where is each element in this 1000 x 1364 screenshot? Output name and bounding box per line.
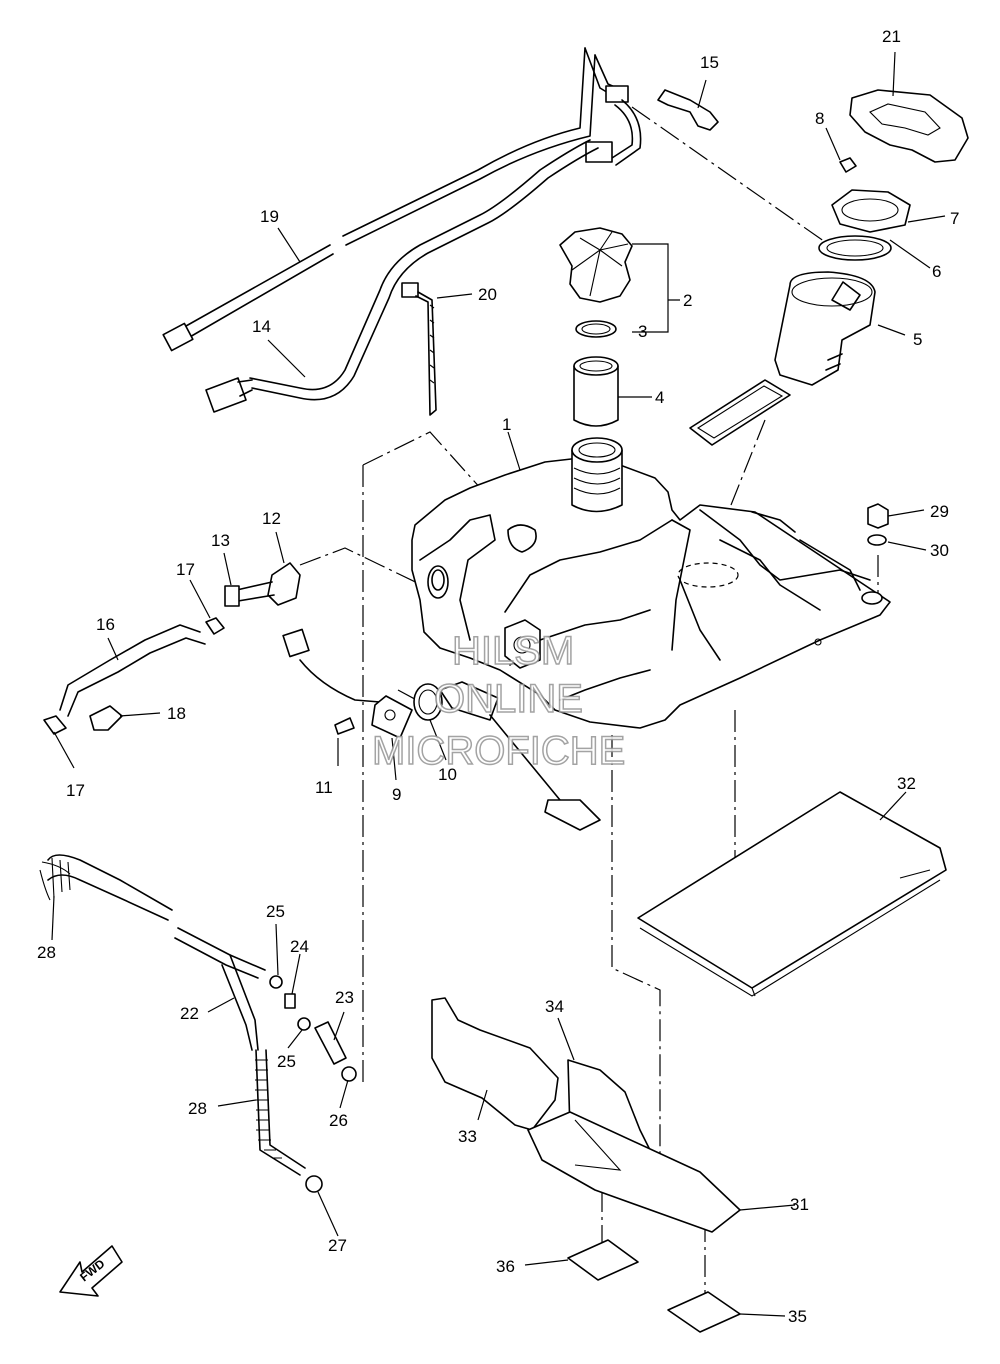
screw-11 [334,717,355,735]
callout-13: 13 [211,531,230,550]
callout-12: 12 [262,509,281,528]
tank-filler-neck [571,449,623,513]
fuel-sender-assembly [282,628,601,831]
callout-8: 8 [815,109,824,128]
centerlines [299,106,879,1300]
clamp-17-top [205,617,225,635]
bolt-13 [224,585,240,607]
callout-1: 1 [502,415,511,434]
callout-22: 22 [180,1004,199,1023]
callout-26: 26 [329,1111,348,1130]
callout-35: 35 [788,1307,807,1326]
sheet-32 [637,791,947,989]
watermark-line1: HILSM [452,629,574,673]
callout-7: 7 [950,209,959,228]
watermark-line3: MICROFICHE [372,729,625,773]
sender-plate-9 [371,695,413,739]
callout-19: 19 [260,207,279,226]
filler-cap-assembly [559,227,633,427]
callout-28-top: 28 [37,943,56,962]
nut-29 [867,503,889,529]
callout-25-bottom: 25 [277,1052,296,1071]
callout-24: 24 [290,937,309,956]
clamp-17-bottom [43,715,67,735]
vent-hose-assembly [39,854,357,1193]
callout-6: 6 [932,262,941,281]
callout-23: 23 [335,988,354,1007]
protector-sheets [431,791,947,1333]
callout-17-bottom: 17 [66,781,85,800]
tank-breather [507,524,537,553]
callout-labels: 1 2 3 4 5 6 7 8 9 10 11 12 13 14 15 16 1… [37,27,959,1326]
pad-35 [667,1291,741,1333]
watermark: HILSM ONLINE MICROFICHE [371,628,626,774]
harness-connector-14 [205,377,247,413]
fuel-sender [439,681,499,721]
nut-8 [839,157,857,173]
sheet-33 [431,997,559,1131]
callout-28-bottom: 28 [188,1099,207,1118]
clamp-27 [305,1175,323,1193]
tie-band-head [401,282,419,298]
hose-holder-18 [89,705,123,731]
callout-30: 30 [930,541,949,560]
callout-20: 20 [478,285,497,304]
clamp-26 [341,1066,357,1082]
callout-32: 32 [897,774,916,793]
sender-float [544,799,601,831]
callout-34: 34 [545,997,564,1016]
callout-21: 21 [882,27,901,46]
harness-clip-15 [657,89,719,131]
pump-opening [677,562,739,588]
callout-5: 5 [913,330,922,349]
clamp-25-top [269,975,283,989]
callout-18: 18 [167,704,186,723]
callout-31: 31 [790,1195,809,1214]
vent-hose-23 [314,1021,347,1065]
callout-16: 16 [96,615,115,634]
fuel-pump-5 [774,271,876,386]
fuel-cock-12 [267,562,301,606]
pump-cover-21 [849,89,969,163]
joint-24 [284,993,296,1009]
callout-14: 14 [252,317,271,336]
washer-30 [867,534,887,546]
tank-mount-hardware [867,503,889,546]
callout-leaders [51,51,946,1317]
retainer-plate-7 [831,189,911,233]
callout-15: 15 [700,53,719,72]
harness-connector-top [605,85,629,103]
callout-11: 11 [315,778,333,797]
pump-strainer [689,379,791,446]
callout-9: 9 [392,785,401,804]
harness-connector-mid [585,141,613,163]
fwd-direction-arrow: FWD [59,1245,123,1297]
callout-2: 2 [683,291,692,310]
callout-27: 27 [328,1236,347,1255]
sender-connector [282,628,310,658]
watermark-line2: ONLINE [434,677,583,721]
clamp-25-bottom [297,1017,311,1031]
fuel-pump-assembly [689,89,969,446]
sender-opening [504,619,541,669]
fuel-tank [411,437,891,729]
pad-36 [567,1239,639,1281]
sheet-31 [527,1111,741,1233]
callout-4: 4 [655,388,664,407]
fuel-cock-assembly [43,562,301,735]
callout-36: 36 [496,1257,515,1276]
callout-33: 33 [458,1127,477,1146]
gasket-10 [413,683,443,721]
callout-29: 29 [930,502,949,521]
harness-connector-19 [162,322,194,352]
filler-neck-pipe [573,365,619,427]
wire-harness [162,47,719,416]
callout-3: 3 [638,322,647,341]
callout-25-top: 25 [266,902,285,921]
callout-17-top: 17 [176,560,195,579]
callout-10: 10 [438,765,457,784]
